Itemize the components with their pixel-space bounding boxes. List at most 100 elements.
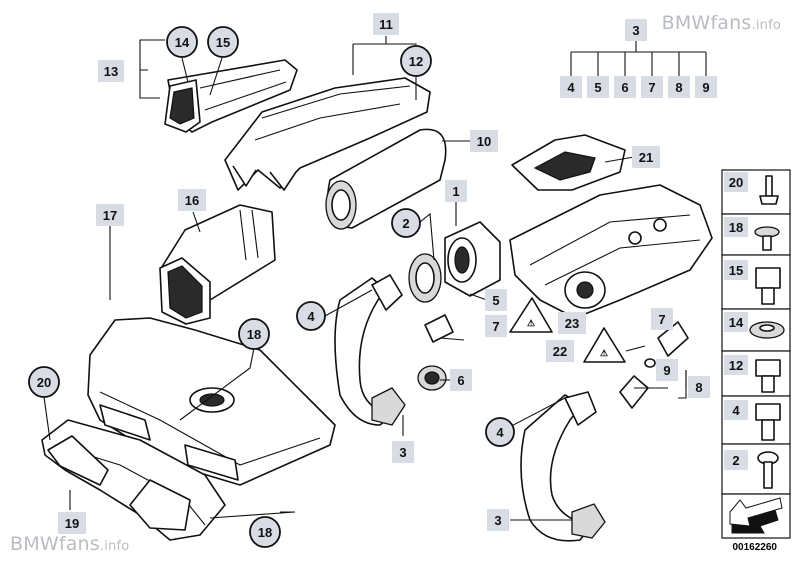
callout-19: 19: [58, 512, 86, 534]
svg-text:3: 3: [632, 23, 639, 38]
svg-text:20: 20: [37, 375, 51, 390]
svg-text:15: 15: [729, 263, 743, 278]
callout-9-top: 9: [695, 76, 717, 98]
callout-22: 22: [546, 340, 574, 362]
part-clamp-9: [644, 358, 656, 368]
callout-3-set: 3: [625, 19, 647, 41]
callout-5-top: 5: [587, 76, 609, 98]
callout-8: 8: [688, 376, 710, 398]
svg-text:18: 18: [258, 525, 272, 540]
svg-text:4: 4: [496, 425, 504, 440]
svg-text:5: 5: [594, 80, 601, 95]
callout-circle-18: 18: [238, 318, 270, 350]
svg-text:4: 4: [732, 403, 740, 418]
callout-circle-4-lower: 4: [485, 417, 515, 447]
part-warning-label-23: ⚠: [509, 297, 553, 333]
callout-circle-15: 15: [207, 26, 239, 58]
svg-text:6: 6: [621, 80, 628, 95]
svg-text:3: 3: [494, 513, 501, 528]
watermark-suffix: .info: [751, 18, 781, 33]
callout-circle-4: 4: [296, 301, 326, 331]
svg-text:8: 8: [675, 80, 682, 95]
svg-text:21: 21: [639, 150, 653, 165]
callout-circle-12: 12: [400, 45, 432, 77]
part-grommet-6: [417, 365, 447, 391]
part-intake-snorkel: [164, 59, 298, 133]
watermark-brand: BMWfans: [661, 12, 752, 34]
svg-text:9: 9: [663, 363, 670, 378]
callout-4-top: 4: [560, 76, 582, 98]
svg-text:11: 11: [379, 17, 393, 32]
part-upper-air-duct: [224, 77, 431, 191]
callout-5: 5: [485, 289, 507, 311]
svg-text:20: 20: [729, 175, 743, 190]
svg-text:5: 5: [492, 293, 499, 308]
svg-text:9: 9: [702, 80, 709, 95]
callout-circle-14: 14: [166, 26, 198, 58]
legend-item-4: 4: [724, 400, 781, 441]
svg-text:23: 23: [565, 316, 579, 331]
callout-6: 6: [450, 369, 472, 391]
callout-circle-2: 2: [391, 208, 421, 238]
legend-item-14: 14: [724, 312, 785, 339]
callout-7: 7: [485, 315, 507, 337]
svg-text:2: 2: [402, 216, 409, 231]
part-seal-ring: [408, 253, 442, 303]
callout-3: 3: [392, 441, 414, 463]
part-adapter: [444, 221, 501, 297]
svg-text:18: 18: [247, 327, 261, 342]
svg-text:8: 8: [695, 380, 702, 395]
svg-text:1: 1: [452, 184, 459, 199]
fastener-legend: 20 18 15 14 12 4 2: [721, 169, 791, 539]
watermark-brand: BMWfans: [10, 533, 100, 555]
svg-text:4: 4: [307, 309, 315, 324]
part-warning-label-22: ⚠: [583, 327, 626, 363]
svg-text:12: 12: [409, 54, 423, 69]
svg-text:⚠: ⚠: [600, 348, 608, 358]
svg-text:4: 4: [567, 80, 575, 95]
watermark-suffix: .info: [99, 539, 130, 554]
svg-text:7: 7: [648, 80, 655, 95]
circle-callouts: 14 15 12 2 4 18 20 4 18: [28, 26, 515, 548]
svg-text:7: 7: [658, 312, 665, 327]
part-air-filter: [325, 128, 447, 230]
svg-text:2: 2: [732, 453, 739, 468]
callout-8-top: 8: [668, 76, 690, 98]
callout-17: 17: [96, 204, 124, 226]
svg-text:22: 22: [553, 344, 567, 359]
callout-16: 16: [178, 189, 206, 211]
callout-21: 21: [632, 146, 660, 168]
callout-3-lower: 3: [487, 509, 509, 531]
part-intake-tube-upper: [334, 274, 406, 426]
svg-text:3: 3: [399, 445, 406, 460]
svg-text:18: 18: [729, 220, 743, 235]
part-cover-gasket: [511, 134, 626, 191]
svg-text:14: 14: [729, 315, 744, 330]
legend-arrow-icon: [729, 497, 783, 534]
svg-text:6: 6: [457, 373, 464, 388]
callout-6-top: 6: [614, 76, 636, 98]
svg-text:⚠: ⚠: [527, 318, 535, 328]
part-rubber-boot: [159, 204, 276, 325]
leader-lines: [43, 36, 707, 521]
svg-text:12: 12: [729, 358, 743, 373]
svg-text:14: 14: [175, 35, 190, 50]
callout-circle-20: 20: [28, 366, 60, 398]
part-cylinder-head-cover: [509, 184, 713, 319]
callout-10: 10: [470, 130, 498, 152]
svg-text:19: 19: [65, 516, 79, 531]
svg-text:15: 15: [216, 35, 230, 50]
callout-7-right: 7: [651, 308, 673, 330]
callout-11: 11: [373, 13, 399, 35]
legend-item-12: 12: [724, 355, 781, 393]
svg-text:13: 13: [104, 64, 118, 79]
part-connector-8: [619, 375, 649, 409]
legend-item-15: 15: [724, 260, 781, 305]
callout-23: 23: [558, 312, 586, 334]
square-callouts: 11 13 10 17 16 1 5 7 23 22 6 3 21 9 8 19…: [58, 13, 717, 534]
part-intake-tube-lower: [520, 391, 606, 542]
watermark-bottom: BMWfans.info: [10, 533, 129, 555]
svg-text:16: 16: [185, 193, 199, 208]
svg-text:7: 7: [492, 319, 499, 334]
